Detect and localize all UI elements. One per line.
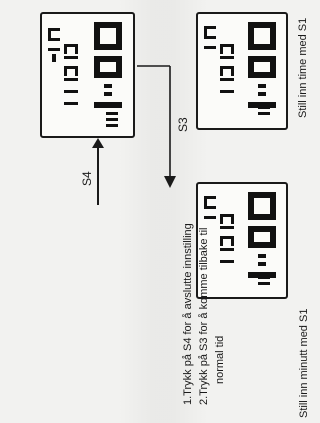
instruction-line-1: 1.Trykk på S4 for å avslutte innstilling [182, 223, 194, 405]
label-s4: S4 [80, 171, 94, 186]
lcd-segments [48, 22, 122, 127]
arrow-s4-head [92, 138, 104, 148]
lcd-display-hour-set [196, 12, 288, 130]
arrow-s3-head [164, 176, 176, 188]
lcd-display-normal [40, 12, 135, 138]
caption-hour-set: Still inn time med S1 [297, 17, 309, 118]
lcd-segments [204, 22, 276, 115]
caption-minute-set: Still inn minutt med S1 [298, 308, 310, 418]
instruction-line-3: normal tid [214, 335, 226, 384]
label-s3: S3 [176, 117, 190, 132]
lcd-segments [204, 192, 276, 285]
instruction-line-2: 2.Trykk på S3 for å komme tilbake til [198, 227, 210, 406]
lcd-display-minute-set [196, 182, 288, 299]
